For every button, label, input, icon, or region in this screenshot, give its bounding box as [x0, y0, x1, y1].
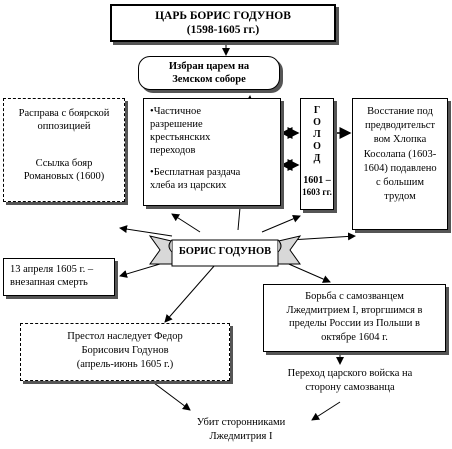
arrow-banner-heir [164, 264, 216, 323]
boyar-line-4: Романовых (1600) [23, 171, 105, 183]
arrow-banner-boyar [119, 225, 173, 237]
arrow-banner-uprising [289, 232, 356, 241]
boyar-line-1: Расправа с боярской [18, 108, 110, 119]
peasants-item-1: •Частичное [150, 106, 201, 117]
killed-text: Убит сторонниками Лжедмитрия I [196, 417, 286, 442]
impostor-box: Борьба с самозванцем Лжедмитрием I, втор… [263, 284, 446, 352]
banner-body [171, 239, 279, 267]
bullet-icon: • [150, 166, 154, 178]
banner-curl-left [168, 239, 173, 253]
peasants-box: •Частичное разрешение крестьянских перех… [143, 98, 281, 206]
boyar-box: Расправа с боярской оппозицией Ссылка бо… [3, 98, 125, 202]
famine-years-2: 1603 гг. [302, 187, 332, 197]
boyar-line-3: Ссылка бояр [35, 158, 93, 170]
banner-scroll [148, 235, 302, 267]
arrow-banner-peasants [171, 213, 201, 233]
banner-curl-right [277, 239, 282, 253]
famine-box: Г О Л О Д 1601 – 1603 гг. [300, 98, 334, 210]
army-text: Переход царского войска на сторону самоз… [287, 368, 413, 393]
uprising-box: Восстание под предводительст вом Хлопка … [352, 98, 448, 230]
elected-box: Избран царем на Земском соборе [138, 56, 280, 90]
title-line-1: ЦАРЬ БОРИС ГОДУНОВ [155, 10, 291, 22]
peasants-item-2: •Бесплатная раздача [150, 166, 241, 178]
elected-line-1: Избран царем на [168, 61, 250, 72]
arrow-banner-famine [261, 215, 301, 233]
arrow-heir-killed [149, 379, 191, 411]
arrow-army-killed [311, 401, 341, 421]
title-box: ЦАРЬ БОРИС ГОДУНОВ (1598-1605 гг.) [110, 4, 336, 42]
boyar-line-2: оппозицией [37, 121, 91, 133]
banner-label: БОРИС ГОДУНОВ [178, 246, 272, 257]
elected-line-2: Земском соборе [172, 74, 246, 86]
death-box: 13 апреля 1605 г. – внезапная смерть [3, 258, 115, 296]
heir-box: Престол наследует Федор Борисович Годуно… [20, 323, 230, 381]
bullet-icon: • [150, 106, 154, 117]
famine-years-1: 1601 – [303, 175, 331, 186]
title-line-2: (1598-1605 гг.) [186, 24, 260, 37]
